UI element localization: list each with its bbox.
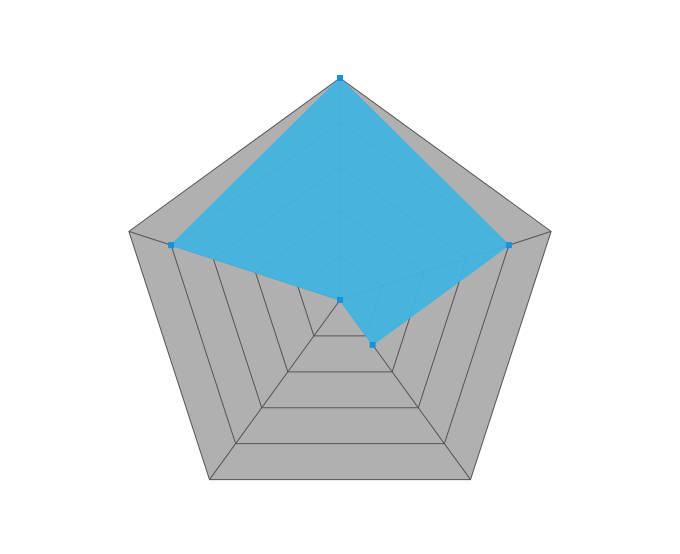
data-point[interactable] [505,242,512,249]
data-point[interactable] [369,341,376,348]
series-area [170,77,510,346]
data-point[interactable] [168,242,175,249]
grid-spoke [209,299,341,480]
data-point[interactable] [337,297,343,303]
data-point[interactable] [337,75,343,81]
radar-series [168,75,512,348]
